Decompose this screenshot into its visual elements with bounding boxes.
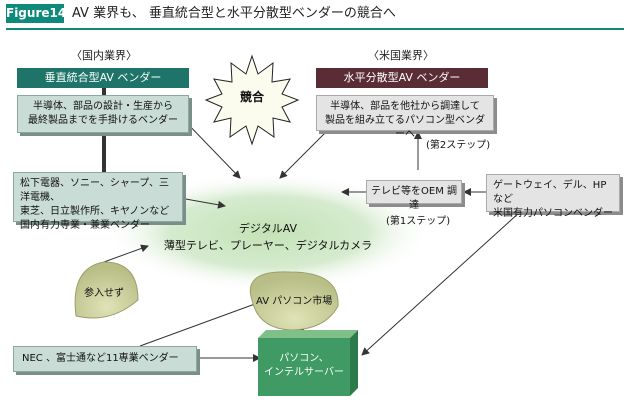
oem-box: テレビ等をOEM 調達 — [366, 180, 462, 211]
us-companies-line-1: ゲートウェイ、デル、HP など — [493, 180, 607, 205]
arrow-nec-to-pcmarket — [139, 299, 264, 347]
pc-server-line-1: パソコン、 — [279, 353, 329, 364]
arrow-left-desc — [181, 117, 241, 179]
horizontal-desc-line-1: 半導体、部品を他社から調達して — [330, 101, 480, 112]
vertical-description-box: 半導体、部品の設計・生産から 最終製品までを手掛けるベンダー — [17, 95, 189, 133]
pc-server-label: パソコン、 インテルサーバー — [258, 352, 350, 380]
nec-fujitsu-label: NEC 、富士通など11専業ベンダー — [22, 353, 179, 364]
compete-label: 競合 — [239, 90, 264, 104]
nec-fujitsu-box: NEC 、富士通など11専業ベンダー — [13, 346, 197, 372]
domestic-section-title: 〈国内業界〉 — [71, 49, 137, 62]
arrow-companies — [179, 197, 226, 209]
pc-box-front — [258, 338, 350, 396]
pc-box-side — [350, 330, 358, 396]
domestic-companies-line-1: 松下電器、ソニー、シャープ、三洋電機、 — [20, 178, 169, 203]
horizontal-description-box: 半導体、部品を他社から調達して 製品を組み立てるパソコン型ベンダーへ — [316, 95, 494, 140]
arrow-us-to-pc — [361, 211, 521, 356]
horizontal-desc-line-2: 製品を組み立てるパソコン型ベンダーへ — [325, 115, 485, 140]
us-section-title: 〈米国業界〉 — [368, 49, 434, 62]
horizontal-distribution-banner: 水平分散型AV ベンダー — [316, 68, 488, 88]
digital-av-market-area — [103, 172, 433, 292]
arrow-no-entry — [103, 244, 149, 263]
domestic-companies-line-2: 東芝、日立製作所、キヤノンなど — [20, 206, 170, 217]
pc-server-line-2: インテルサーバー — [264, 367, 344, 378]
no-entry-label: 参入せず — [84, 288, 124, 299]
page-title: AV 業界も、 垂直統合型と水平分散型ベンダーの競合へ — [72, 6, 396, 21]
vertical-integration-banner: 垂直統合型AV ベンダー — [17, 68, 189, 88]
figure-label: Figure14 — [6, 4, 66, 23]
arrow-right-desc — [279, 127, 331, 179]
domestic-companies-line-3: 国内有力専業・兼業ベンダー — [20, 220, 150, 231]
av-pc-market-label: AV パソコン市場 — [256, 296, 333, 307]
vertical-desc-line-2: 最終製品までを手掛けるベンダー — [28, 115, 178, 126]
oem-label: テレビ等をOEM 調達 — [371, 186, 457, 211]
title-divider — [6, 28, 624, 30]
digital-av-products: 薄型テレビ、プレーヤー、デジタルカメラ — [163, 239, 373, 252]
us-companies-line-2: 米国有力パソコンベンダー — [493, 208, 613, 219]
pc-market-dome — [249, 271, 339, 331]
digital-av-title: デジタルAV — [238, 222, 298, 235]
step1-label: (第1ステップ) — [386, 216, 451, 227]
us-companies-box: ゲートウェイ、デル、HP など 米国有力パソコンベンダー — [486, 174, 620, 219]
compete-burst — [204, 54, 300, 146]
step2-label: (第2ステップ) — [426, 140, 491, 151]
domestic-companies-box: 松下電器、ソニー、シャープ、三洋電機、 東芝、日立製作所、キヤノンなど 国内有力… — [13, 172, 183, 231]
pc-box-top — [258, 330, 358, 338]
no-entry-dome — [74, 261, 139, 319]
vertical-desc-line-1: 半導体、部品の設計・生産から — [33, 101, 173, 112]
